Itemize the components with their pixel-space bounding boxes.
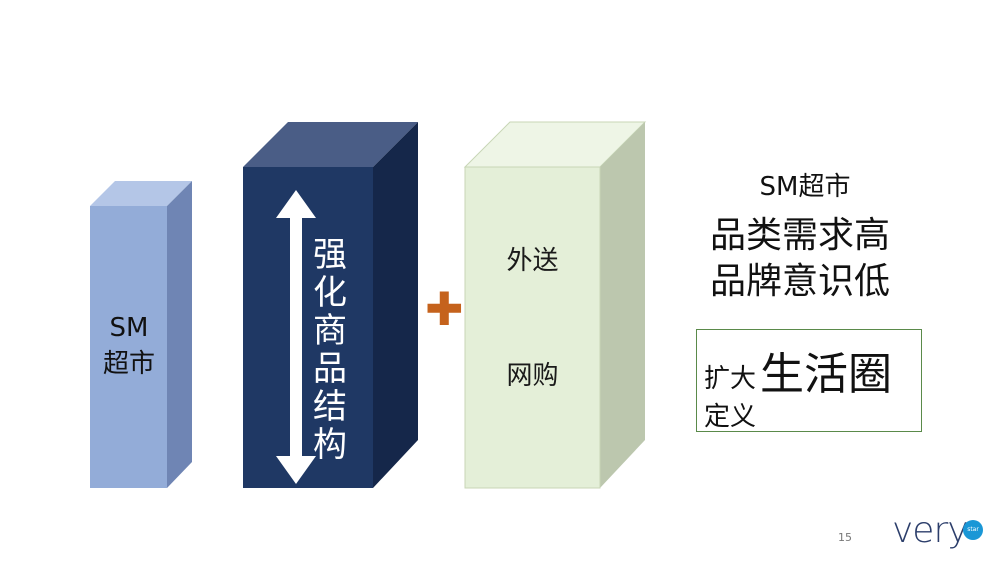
sm-block-label-line1: SM bbox=[109, 313, 149, 343]
definition-box bbox=[696, 329, 922, 432]
definition-word: 定义 bbox=[704, 402, 757, 432]
structure-block-side bbox=[373, 122, 418, 488]
definition-text-large: 生活圈 bbox=[760, 349, 892, 400]
double-arrow-icon bbox=[276, 190, 316, 484]
channel-label-online: 网购 bbox=[506, 361, 559, 391]
sm-block-top bbox=[90, 181, 192, 206]
plus-icon: ✚ bbox=[425, 282, 464, 336]
channels-block-front bbox=[464, 166, 601, 489]
channels-block-side bbox=[600, 122, 645, 488]
structure-block-front bbox=[243, 167, 373, 488]
sm-block-label: SM 超市 bbox=[90, 310, 168, 382]
sm-block-front bbox=[90, 206, 167, 488]
right-panel-title: SM超市 bbox=[759, 172, 851, 202]
brand-logo: very bbox=[892, 510, 969, 551]
definition-text-small: 扩大 bbox=[704, 364, 757, 394]
right-panel-line-1: 品类需求高 bbox=[709, 215, 890, 256]
sm-block-side bbox=[167, 181, 192, 488]
structure-block-top bbox=[243, 122, 418, 167]
structure-block-label: 强化商品结构 bbox=[313, 235, 347, 465]
brand-badge-icon: star bbox=[963, 520, 983, 540]
page-number: 15 bbox=[838, 531, 852, 544]
right-panel-line-2: 品牌意识低 bbox=[709, 261, 890, 302]
sm-block-label-line2: 超市 bbox=[102, 349, 155, 379]
channel-label-delivery: 外送 bbox=[506, 246, 559, 276]
